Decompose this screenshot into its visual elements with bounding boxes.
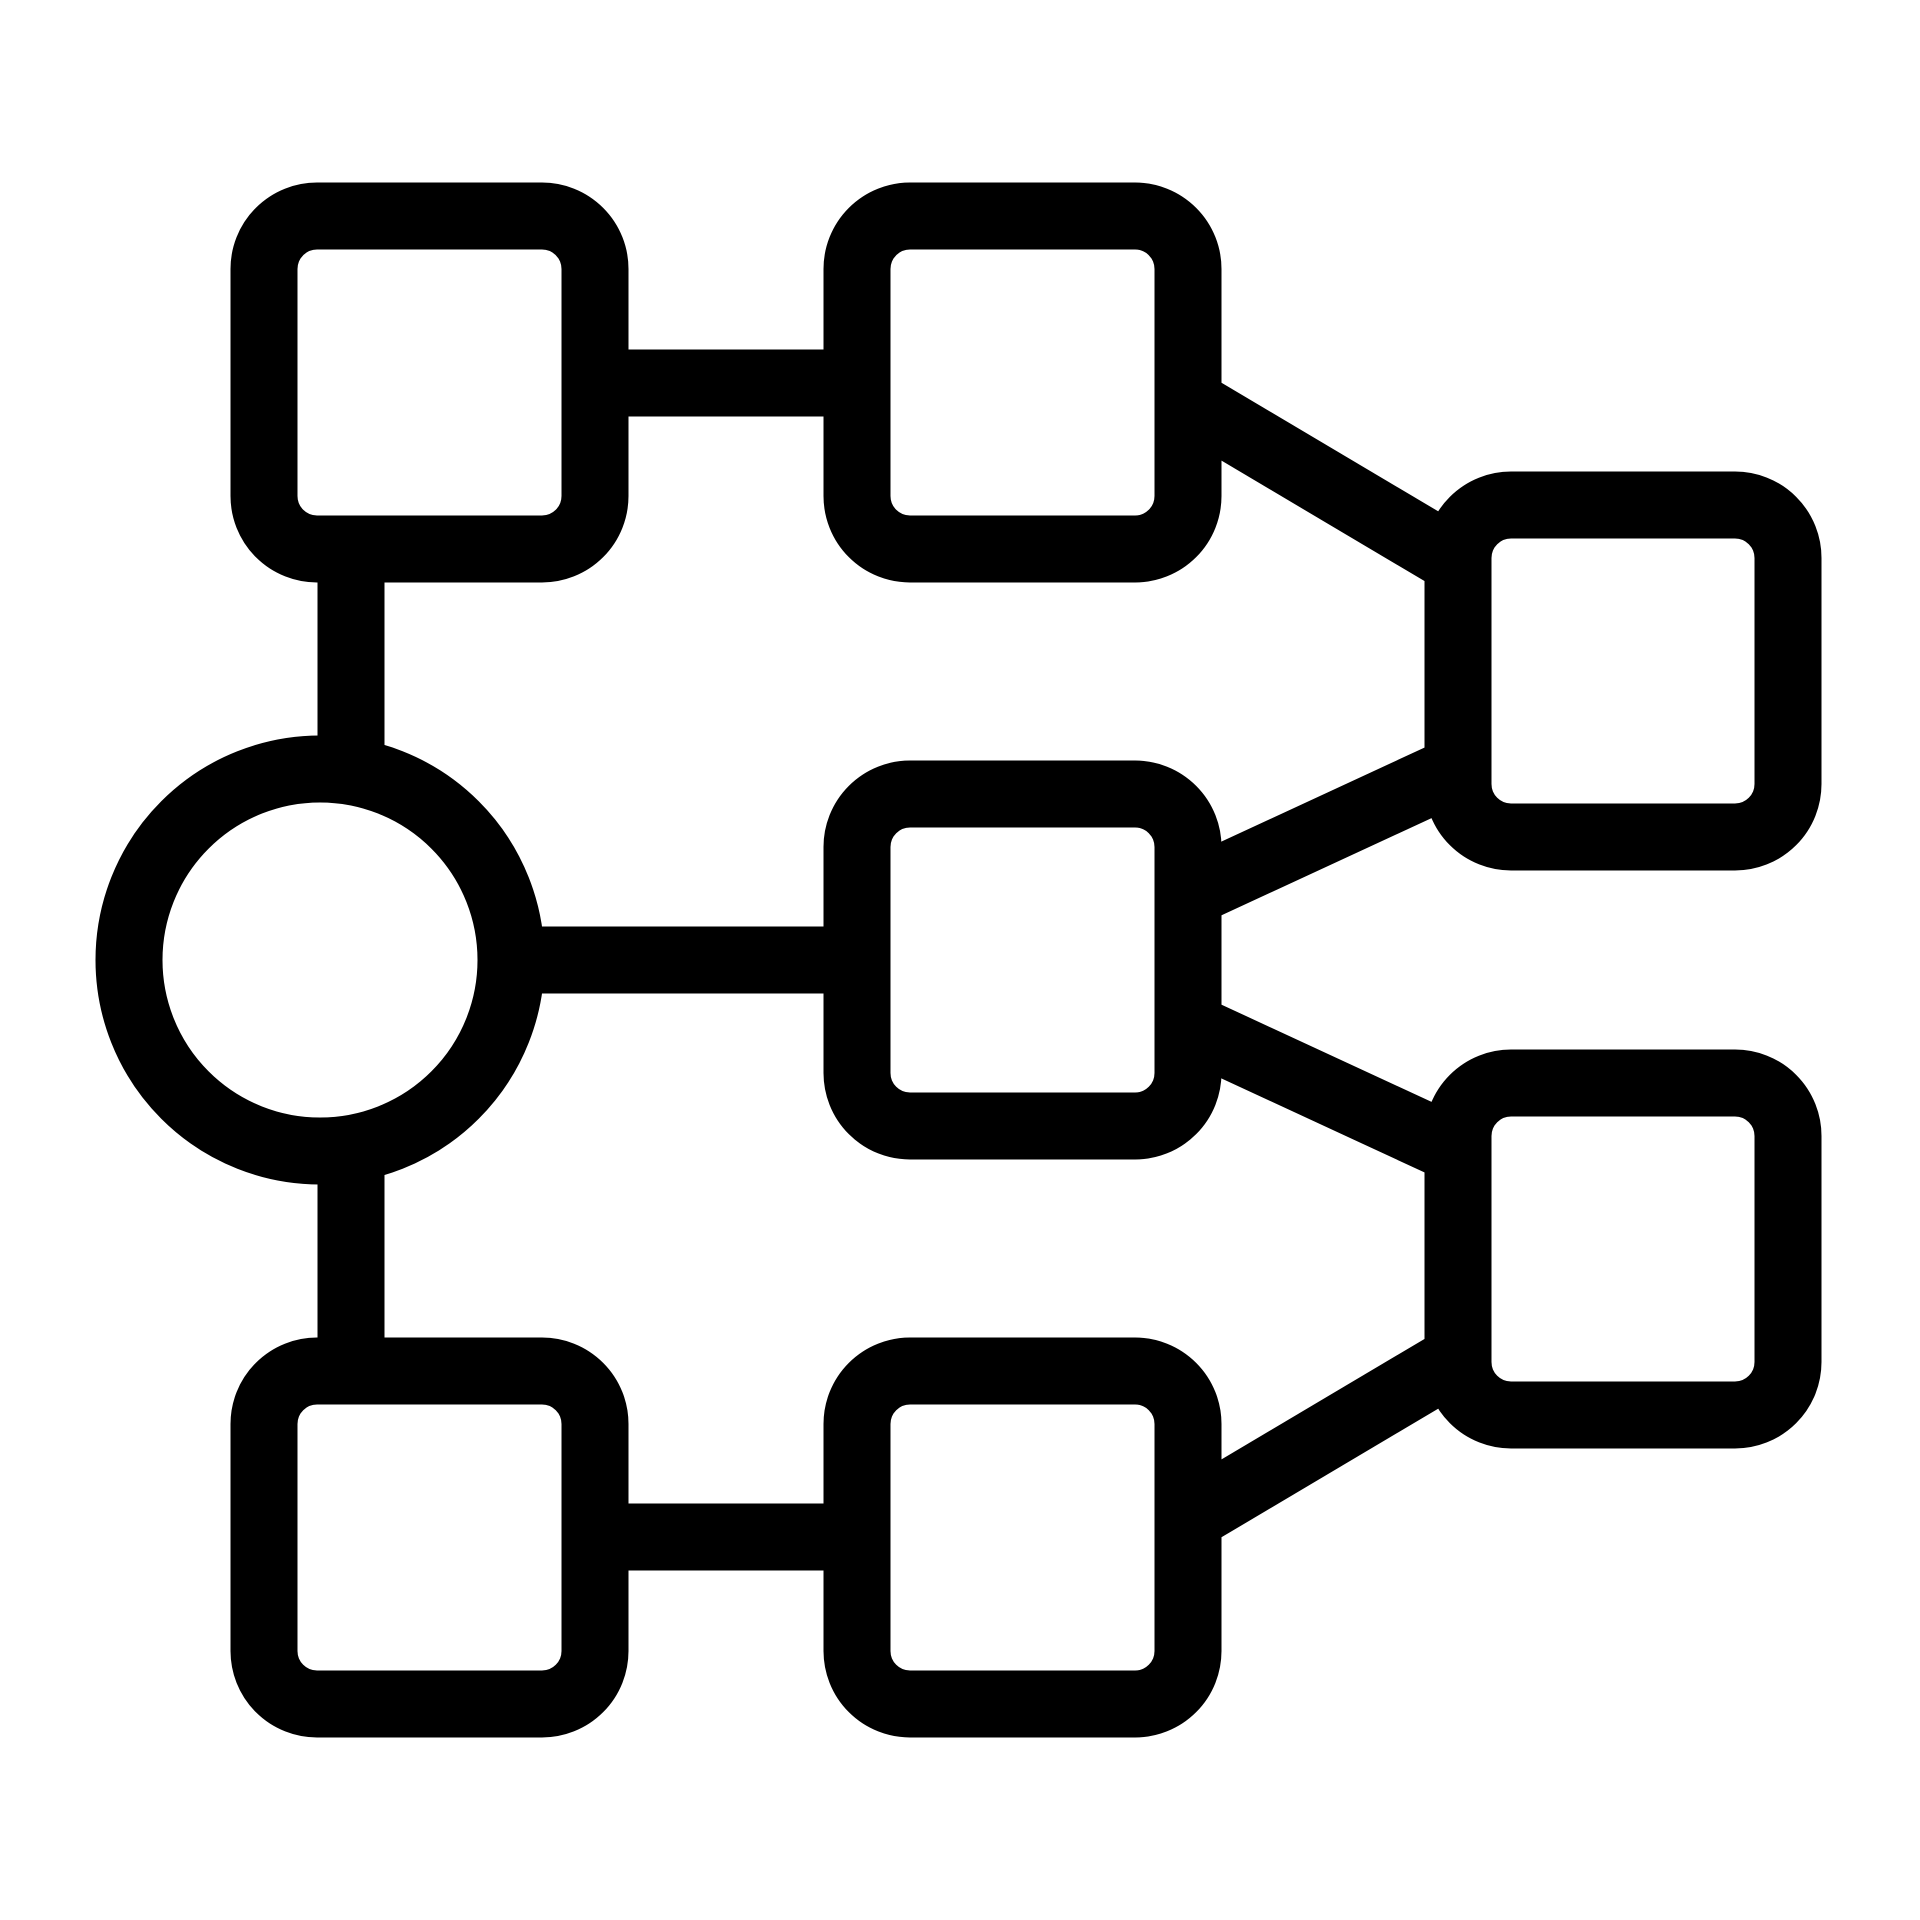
- connector-center-middle-right-upper: [1175, 738, 1473, 924]
- connector-center-middle-right-lower: [1175, 996, 1473, 1182]
- node-bottom-middle: [823, 1337, 1222, 1738]
- node-bottom-left: [230, 1337, 629, 1738]
- node-top-left: [230, 182, 629, 583]
- node-center-middle: [823, 760, 1222, 1160]
- connector-bottom-middle-right-lower: [1172, 1329, 1476, 1546]
- node-right-upper: [1424, 471, 1822, 871]
- connector-top-middle-right-upper: [1172, 374, 1476, 591]
- node-right-lower: [1424, 1049, 1822, 1449]
- connector-group: [317, 349, 1476, 1571]
- node-root-circle: [95, 735, 545, 1185]
- node-group: [95, 182, 1822, 1738]
- node-top-middle: [823, 182, 1222, 583]
